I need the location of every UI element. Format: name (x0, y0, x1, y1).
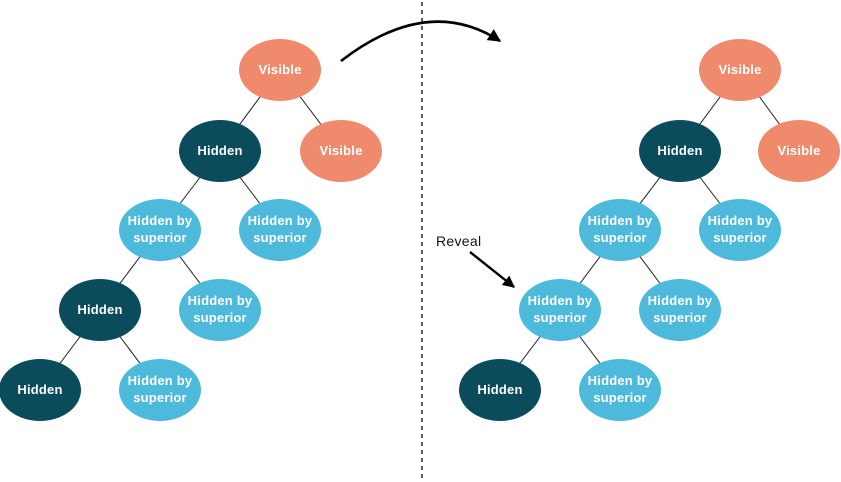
tree-edge-before-6 (39, 309, 101, 391)
tree-edge-before-7 (99, 309, 161, 391)
transform-arrow (340, 20, 502, 63)
reveal-label: Reveal (436, 233, 482, 249)
tree-edge-before-2 (159, 150, 221, 231)
tree-edge-after-2 (619, 150, 681, 231)
reveal-arrow (469, 251, 515, 288)
tree-edge-after-1 (739, 69, 800, 152)
tree-edge-before-0 (219, 69, 281, 152)
tree-edge-after-4 (559, 229, 621, 311)
tree-edge-after-6 (499, 309, 561, 391)
tree-edge-before-3 (219, 150, 281, 231)
tree-edge-after-5 (619, 229, 681, 311)
tree-edge-before-1 (279, 69, 342, 152)
tree-edge-after-3 (679, 150, 741, 231)
tree-edges (39, 69, 800, 391)
tree-edge-after-0 (679, 69, 741, 152)
tree-edge-before-4 (99, 229, 161, 311)
tree-edge-before-5 (159, 229, 221, 311)
tree-edge-after-7 (559, 309, 621, 391)
